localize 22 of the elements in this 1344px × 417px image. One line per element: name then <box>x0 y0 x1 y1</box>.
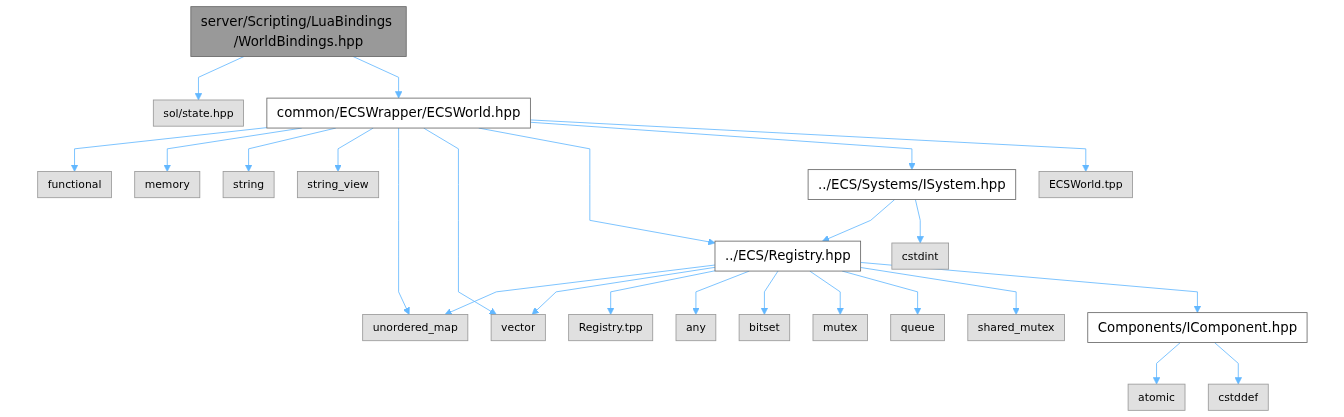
node-box: queue <box>889 314 945 342</box>
node-box: any <box>675 314 716 342</box>
node-box: server/Scripting/LuaBindings /WorldBindings.hpp <box>190 6 407 57</box>
node-box: vector <box>490 314 546 342</box>
node-box: string <box>222 171 275 199</box>
node-box: ../ECS/Registry.hpp <box>714 240 861 272</box>
node-box: ../ECS/Systems/ISystem.hpp <box>807 169 1016 200</box>
node-box: cstdint <box>891 242 949 270</box>
node-box: sol/state.hpp <box>152 99 244 127</box>
node-box: unordered_map <box>361 314 468 342</box>
node-box: common/ECSWrapper/ECSWorld.hpp <box>266 97 531 129</box>
node-box: shared_mutex <box>967 314 1065 342</box>
node-box: ECSWorld.tpp <box>1038 171 1133 199</box>
node-box: memory <box>133 171 200 199</box>
node-box: bitset <box>738 314 790 342</box>
node-box: atomic <box>1127 383 1186 411</box>
node-box: Registry.tpp <box>567 314 653 342</box>
node-box: string_view <box>296 171 379 199</box>
node-box: Components/IComponent.hpp <box>1086 312 1308 343</box>
node-box: cstddef <box>1207 383 1269 411</box>
node-box: mutex <box>812 314 868 342</box>
node-box: functional <box>36 171 112 199</box>
